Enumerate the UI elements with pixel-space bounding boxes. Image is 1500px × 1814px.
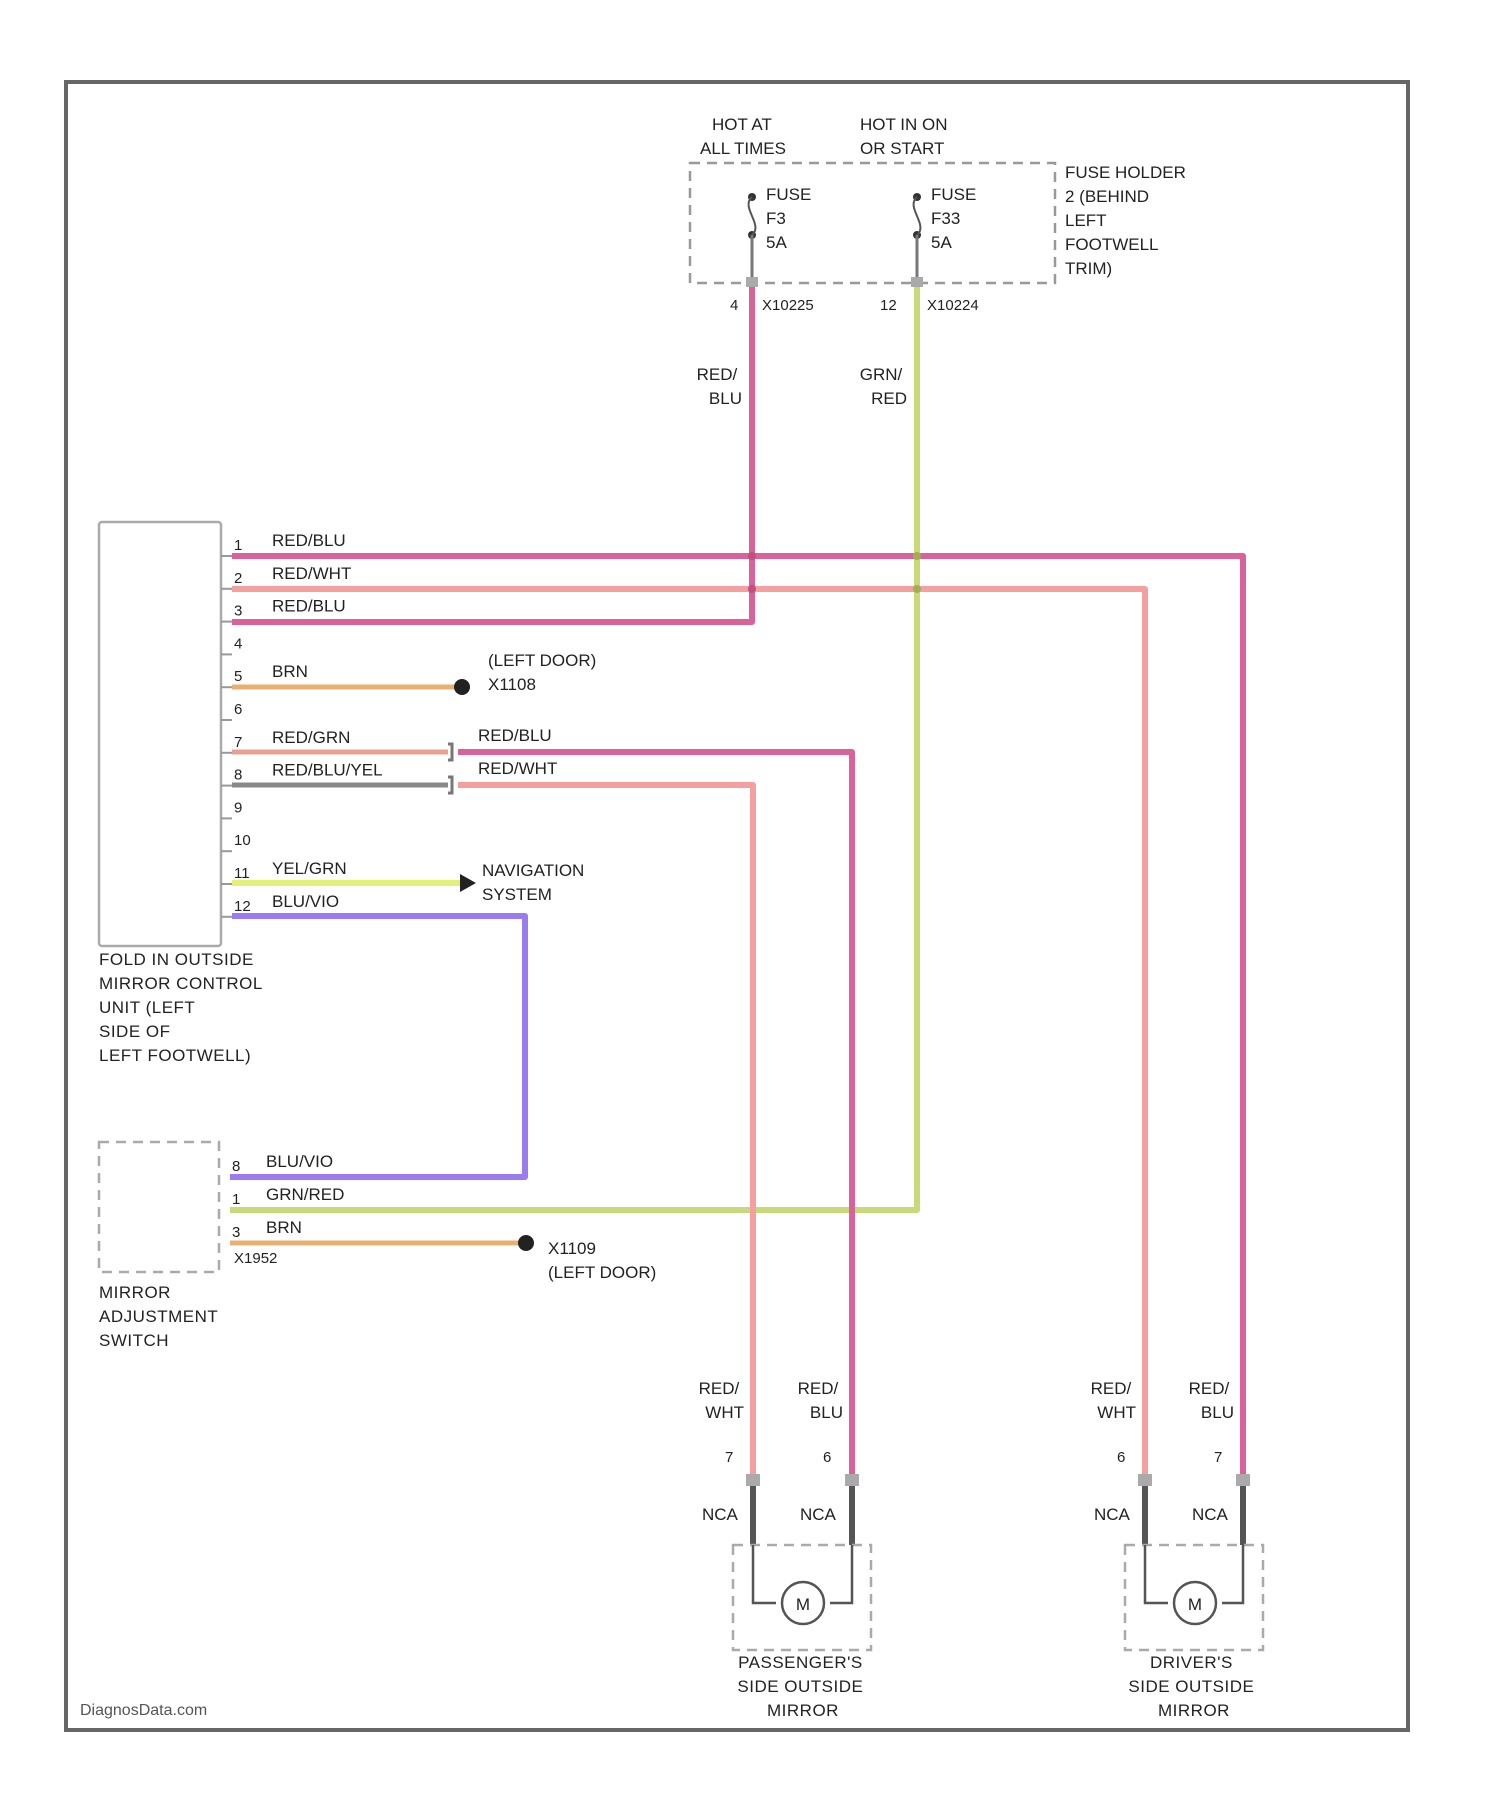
control-unit-pin-number: 6 [234, 701, 242, 718]
passenger-wire-b-label: RED/ BLU [798, 1379, 843, 1422]
fuse-element-icon [749, 197, 756, 235]
fuse-connector-id: X10225 [762, 297, 814, 314]
control-unit-pin-number: 2 [234, 570, 242, 587]
splice-dot [913, 585, 921, 593]
adjust-switch-label: MIRROR ADJUSTMENT SWITCH [99, 1283, 223, 1350]
passenger-pin-a: 7 [725, 1449, 733, 1466]
control-unit-box [99, 522, 221, 946]
connector-pin-icon [1138, 1474, 1152, 1486]
control-unit-pin-number: 1 [234, 537, 242, 554]
control-unit-pin-number: 5 [234, 668, 242, 685]
ground-point-icon [454, 679, 470, 695]
passenger-nca-b: NCA [800, 1505, 837, 1524]
connector-pin-icon [1236, 1474, 1250, 1486]
hot-at-all-times-label: HOT AT ALL TIMES [700, 115, 786, 158]
wire-label-red-blu: RED/ BLU [697, 365, 742, 408]
fuse-holder-box [690, 163, 1055, 283]
control-unit-pin-wire: RED/BLU [272, 531, 346, 550]
control-unit-pin-wire: RED/WHT [272, 564, 351, 583]
adjust-switch-pin-wire: GRN/RED [266, 1185, 344, 1204]
fuse-connector-id: X10224 [927, 297, 979, 314]
adjust-switch-connector-id: X1952 [234, 1250, 277, 1267]
splice-dot [748, 585, 756, 593]
driver-mirror-label: DRIVER'S SIDE OUTSIDE MIRROR [1128, 1653, 1259, 1720]
navigation-system-label: NAVIGATION SYSTEM [482, 861, 589, 904]
diagram-frame [66, 82, 1408, 1730]
fuse-pin-number: 4 [730, 297, 738, 314]
passenger-wire-a-label: RED/ WHT [699, 1379, 744, 1422]
passenger-nca-a: NCA [702, 1505, 739, 1524]
control-unit-pin-wire: RED/BLU [272, 597, 346, 616]
inline-connector-icon [448, 777, 452, 793]
control-unit-pin-number: 10 [234, 832, 251, 849]
splice-wire-lower-label: RED/WHT [478, 759, 557, 778]
splice-dot [748, 552, 756, 560]
inline-connector-icon [448, 744, 452, 760]
hot-in-on-start-label: HOT IN ON OR START [860, 115, 952, 158]
driver-mirror: RED/ WHT RED/ BLU 6 7 NCA NCA M DRIVER'S… [1091, 1379, 1263, 1720]
control-unit-pin-number: 9 [234, 799, 242, 816]
wire-blu-vio [230, 916, 525, 1177]
adjust-switch-pins: 8 BLU/VIO 1 GRN/RED 3 BRN [232, 1152, 344, 1241]
ground-point-icon [518, 1235, 534, 1251]
control-unit-pin-wire: RED/GRN [272, 728, 350, 747]
adjust-switch-pin-wire: BLU/VIO [266, 1152, 333, 1171]
driver-nca-b: NCA [1192, 1505, 1229, 1524]
fuse-pin-number: 12 [880, 297, 897, 314]
ground-left-door-bottom-label: X1109 (LEFT DOOR) [548, 1239, 656, 1282]
splice-wire-upper-label: RED/BLU [478, 726, 552, 745]
wire-red-blu-driver [232, 556, 1243, 1480]
wire-label-grn-red: GRN/ RED [860, 365, 907, 408]
driver-pin-b: 7 [1214, 1449, 1222, 1466]
adjust-switch-pin-number: 1 [232, 1191, 240, 1208]
adjust-switch-pin-number: 8 [232, 1158, 240, 1175]
watermark: DiagnosData.com [80, 1702, 207, 1719]
fuse-holder-label: FUSE HOLDER 2 (BEHIND LEFT FOOTWELL TRIM… [1065, 163, 1191, 278]
driver-wire-a-label: RED/ WHT [1091, 1379, 1136, 1422]
control-unit-pin-number: 12 [234, 898, 251, 915]
control-unit-label: FOLD IN OUTSIDE MIRROR CONTROL UNIT (LEF… [99, 950, 267, 1065]
connector-pin-icon [845, 1474, 859, 1486]
driver-nca-a: NCA [1094, 1505, 1131, 1524]
control-unit-pin-wire: BLU/VIO [272, 892, 339, 911]
connector-pin-icon [911, 277, 923, 287]
wires [230, 280, 1243, 1545]
passenger-pin-b: 6 [823, 1449, 831, 1466]
control-unit-pin-wire: YEL/GRN [272, 859, 347, 878]
connector-pin-icon [746, 277, 758, 287]
control-unit-pin-wire: RED/BLU/YEL [272, 761, 383, 780]
wire-red-wht-driver [232, 589, 1145, 1480]
fuse-f33-label: FUSE F33 5A [931, 185, 981, 252]
adjust-switch-pin-wire: BRN [266, 1218, 302, 1237]
connector-pin-icon [746, 1474, 760, 1486]
control-unit-pin-number: 11 [234, 865, 250, 882]
fuse-element-icon [914, 197, 921, 235]
passenger-mirror: RED/ WHT RED/ BLU 7 6 NCA NCA M PASSENGE… [699, 1379, 871, 1720]
fuse-holder [690, 163, 1055, 287]
control-unit-pin-number: 8 [234, 767, 242, 784]
navigation-arrow-icon [460, 874, 476, 892]
fuse-f3-label: FUSE F3 5A [766, 185, 816, 252]
passenger-mirror-label: PASSENGER'S SIDE OUTSIDE MIRROR [737, 1653, 868, 1720]
adjust-switch-box [99, 1142, 219, 1272]
driver-motor-label: M [1188, 1595, 1202, 1614]
driver-wire-b-label: RED/ BLU [1189, 1379, 1234, 1422]
control-unit-pin-number: 4 [234, 635, 242, 652]
passenger-motor-label: M [796, 1595, 810, 1614]
ground-left-door-top-label: (LEFT DOOR) X1108 [488, 651, 601, 694]
splice-dot [913, 552, 921, 560]
control-unit-pin-number: 7 [234, 734, 242, 751]
control-unit-pin-wire: BRN [272, 662, 308, 681]
adjust-switch-pin-number: 3 [232, 1224, 240, 1241]
driver-pin-a: 6 [1117, 1449, 1125, 1466]
control-unit-pin-number: 3 [234, 603, 242, 620]
